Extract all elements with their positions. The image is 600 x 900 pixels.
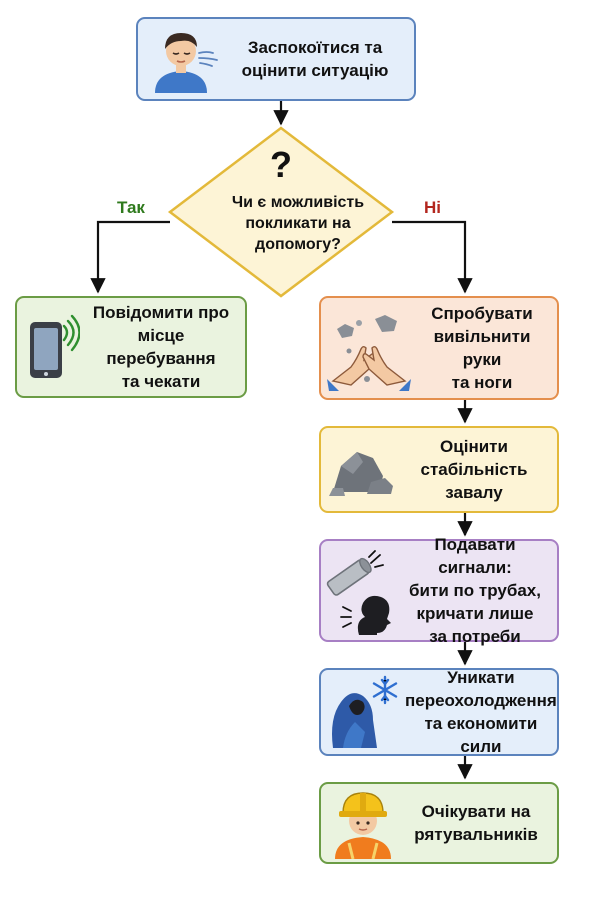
- branch-yes-label: Так: [117, 198, 145, 217]
- step-warm: Уникати переохолодження та економити сил…: [319, 668, 559, 756]
- step-signal: Подавати сигнали: бити по трубах, кричат…: [319, 535, 559, 646]
- question-text: Чи є можливість покликати на допомогу?: [231, 194, 365, 253]
- step-assess-text: Оцінити стабільність завалу: [420, 437, 528, 502]
- step-warm-text: Уникати переохолодження та економити сил…: [405, 668, 557, 756]
- step-wait: Очікувати на рятувальників: [319, 782, 559, 864]
- arrow-question-to-notify: [90, 220, 170, 294]
- step-wait-text: Очікувати на рятувальників: [414, 802, 538, 844]
- phone-signal-icon: [17, 307, 87, 387]
- step-calm: Заспокоїтися та оцінити ситуацію: [136, 17, 416, 101]
- rocks-icon: [321, 435, 401, 505]
- arrow-question-to-free: [392, 220, 473, 294]
- pipe-shout-icon: [321, 546, 399, 636]
- question-mark-icon: ?: [270, 144, 292, 185]
- step-notify-text: Повідомити про місце перебування та чека…: [92, 303, 230, 391]
- branch-no-label: Ні: [424, 198, 441, 217]
- person-breathing-icon: [138, 21, 228, 97]
- step-free: Спробувати вивільнити руки та ноги: [319, 296, 559, 400]
- step-signal-text: Подавати сигнали: бити по трубах, кричат…: [409, 535, 541, 646]
- step-notify: Повідомити про місце перебування та чека…: [15, 296, 247, 398]
- hands-rubble-icon: [321, 303, 415, 393]
- rescuer-helmet-icon: [321, 785, 405, 861]
- step-calm-text: Заспокоїтися та оцінити ситуацію: [241, 38, 389, 80]
- blanket-snowflake-icon: [321, 671, 405, 753]
- step-free-text: Спробувати вивільнити руки та ноги: [431, 304, 533, 392]
- step-assess: Оцінити стабільність завалу: [319, 426, 559, 513]
- decision-diamond: [167, 126, 395, 298]
